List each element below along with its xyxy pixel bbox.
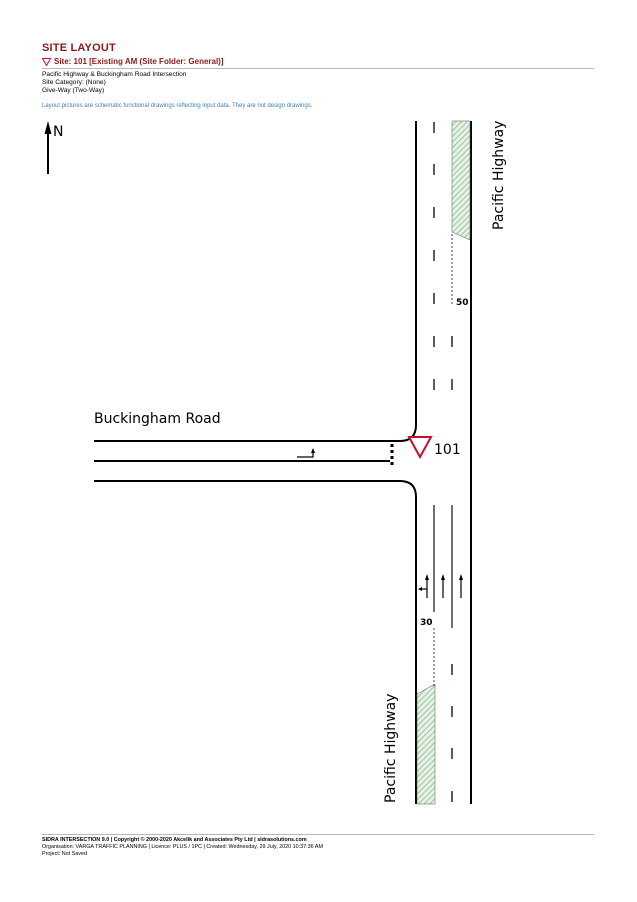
footer-copyright: SIDRA INTERSECTION 9.0 | Copyright © 200… xyxy=(42,837,307,843)
short-lane-length-south: 30 xyxy=(420,618,433,628)
lane-arrow-through-icon xyxy=(441,574,445,598)
footer-organisation: Organisation: VARGA TRAFFIC PLANNING | L… xyxy=(42,844,323,850)
north-arrow-icon xyxy=(44,121,52,174)
give-way-icon xyxy=(42,57,51,66)
give-way-sign-icon xyxy=(407,436,433,460)
road-name-pacific-south: Pacific Highway xyxy=(383,694,399,803)
road-edges xyxy=(94,121,472,804)
footer-project: Project: Not Saved xyxy=(42,851,87,857)
footer: SIDRA INTERSECTION 9.0 | Copyright © 200… xyxy=(42,837,323,858)
site-info: Pacific Highway & Buckingham Road Inters… xyxy=(42,71,186,95)
median-hatch-south xyxy=(416,683,436,805)
lane-arrow-left-through-icon xyxy=(418,574,429,598)
road-name-buckingham: Buckingham Road xyxy=(94,411,221,427)
lane-dashes-north xyxy=(433,122,453,390)
site-heading: Site: 101 [Existing AM (Site Folder: Gen… xyxy=(42,57,224,66)
north-label: N xyxy=(53,124,63,140)
control-type: Give-Way (Two-Way) xyxy=(42,87,105,94)
intersection-name: Pacific Highway & Buckingham Road Inters… xyxy=(42,71,187,78)
site-category: Site Category: (None) xyxy=(42,79,106,86)
short-lane-length-north: 50 xyxy=(456,298,469,308)
header-divider xyxy=(42,68,594,69)
site-label: Site: 101 [Existing AM (Site Folder: Gen… xyxy=(54,57,224,66)
lane-lines-south xyxy=(433,505,453,628)
site-layout-drawing: N 50 30 xyxy=(44,120,507,805)
median-hatch-north xyxy=(451,120,471,241)
lane-arrow-through-icon xyxy=(459,574,463,598)
footer-divider xyxy=(42,834,594,835)
lane-arrow-left-icon xyxy=(297,448,315,458)
page-title: SITE LAYOUT xyxy=(42,42,116,54)
site-number: 101 xyxy=(434,442,461,458)
disclaimer-note: Layout pictures are schematic functional… xyxy=(42,103,313,109)
road-name-pacific-north: Pacific Highway xyxy=(491,121,507,230)
